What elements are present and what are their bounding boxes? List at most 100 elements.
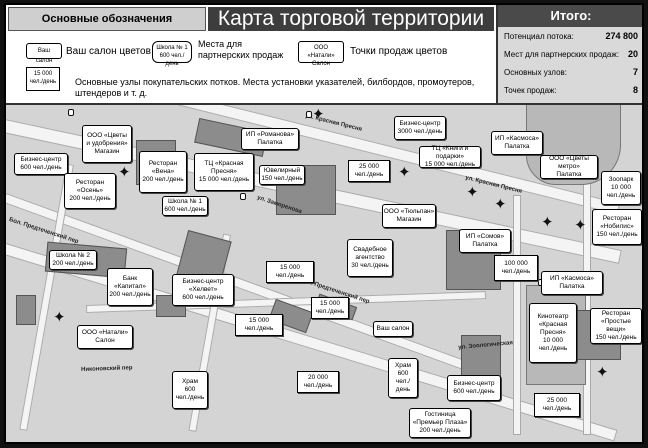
- bus-stop-icon: [68, 109, 74, 116]
- callout-line: чел./день: [275, 272, 305, 279]
- callout-line: ИП «Касмоса»: [550, 275, 594, 282]
- flower-point-star-icon: ✦: [118, 164, 131, 181]
- callout-line: Салон: [95, 337, 115, 344]
- legend-point-line: ООО «Натали»: [307, 45, 335, 59]
- callout-vash-salon[interactable]: Ваш салон: [373, 321, 413, 337]
- legend-point-box: ООО «Натали»Салон: [298, 41, 344, 67]
- callout-line: Палатка: [472, 241, 498, 248]
- callout-line: 10 000: [543, 337, 563, 344]
- callout-line: ИП «Сомов»: [465, 233, 505, 240]
- callout-line: 30 чел./день: [351, 262, 389, 269]
- flower-point-star-icon: ✦: [596, 364, 609, 381]
- trade-territory-map-window: Основные обозначения Карта торговой терр…: [4, 3, 644, 444]
- callout-line: чел./день: [538, 345, 568, 352]
- legend-partner-line: Школа № 1: [156, 45, 188, 51]
- legend-title: Основные обозначения: [8, 7, 206, 31]
- callout-line: Пресня»: [211, 168, 237, 175]
- callout-line: ТЦ «Книги и подарки»: [431, 145, 469, 160]
- map-area[interactable]: ул. Красная Пресня ул. Красная Пресня ул…: [6, 103, 642, 442]
- legend-salon-box: Ваш салон: [26, 43, 62, 64]
- callout-line: 200 чел./день: [142, 176, 184, 183]
- callout-line: Ресторан: [601, 310, 631, 317]
- callout-line: 600 чел./день: [20, 164, 62, 171]
- callout-line: 20 000: [308, 374, 328, 381]
- callout-restoran-nobilis[interactable]: Ресторан«Нобилис»150 чел./день: [592, 209, 642, 245]
- page-title: Карта торговой территории: [208, 7, 494, 31]
- callout-ip-romanova[interactable]: ИП «Романова»Палатка: [241, 128, 299, 150]
- callout-biznes-centr-helvet[interactable]: Бизнес-центр«Хелвет»600 чел./день: [172, 274, 234, 306]
- callout-line: Храм: [394, 362, 412, 369]
- callout-line: Бизнес-центр: [453, 380, 495, 387]
- callout-line: чел./день: [354, 171, 384, 178]
- callout-line: Храм: [181, 378, 199, 385]
- callout-line: Пресня»: [540, 329, 566, 336]
- totals-label: Точек продаж:: [504, 85, 557, 95]
- callout-line: чел./день: [244, 325, 274, 332]
- callout-gostinica[interactable]: Гостиница«Премьер Плаза»200 чел./день: [409, 408, 471, 438]
- callout-line: чел./день: [395, 378, 411, 393]
- callout-line: 150 чел./день: [261, 175, 303, 182]
- callout-restoran-prostye-veshi[interactable]: Ресторан«Простые вещи»150 чел./день: [590, 308, 642, 344]
- callout-restoran-vena[interactable]: Ресторан«Вена»200 чел./день: [139, 151, 187, 193]
- callout-tc-knigi[interactable]: ТЦ «Книги и подарки»15 000 чел./день: [419, 145, 481, 168]
- callout-line: «Капитал»: [113, 283, 147, 290]
- callout-ip-somov[interactable]: ИП «Сомов»Палатка: [459, 229, 511, 253]
- building: [16, 295, 36, 325]
- totals-label: Мест для партнерских продаж:: [504, 49, 619, 59]
- flower-point-star-icon: ✦: [494, 196, 507, 213]
- callout-ip-kasmosa-b[interactable]: ИП «Касмоса»Палатка: [541, 271, 603, 295]
- bus-stop-icon: [240, 193, 246, 200]
- callout-line: 15 000: [320, 300, 340, 307]
- callout-line: ООО «Тюльпан»: [383, 208, 435, 215]
- callout-line: Ресторан: [75, 179, 105, 186]
- flower-point-star-icon: ✦: [574, 217, 587, 234]
- callout-restoran-osen[interactable]: Ресторан«Осень»200 чел./день: [64, 173, 116, 209]
- callout-natali[interactable]: ООО «Натали»Салон: [77, 325, 133, 349]
- callout-tyulpan[interactable]: ООО «Тюльпан»Магазин: [382, 204, 436, 228]
- callout-line: чел./день: [175, 394, 205, 401]
- callout-line: Магазин: [396, 216, 422, 223]
- legend-salon-text: Ваш салон цветов: [66, 46, 151, 57]
- callout-line: 25 000: [547, 397, 567, 404]
- legend-point-text: Точки продаж цветов: [350, 46, 448, 57]
- callout-line: ИП «Касмоса»: [495, 135, 539, 142]
- totals-value: 8: [632, 85, 638, 95]
- totals-row: Основных узлов:7: [498, 63, 642, 81]
- callout-line: 600: [397, 370, 409, 377]
- legend-partner-text: Места для партнерских продаж: [198, 39, 284, 60]
- callout-cvety-metro[interactable]: ООО «Цветы метро»Палатка: [540, 155, 598, 179]
- callout-line: «Хелвет»: [188, 286, 218, 293]
- callout-ip-kasmosa-a[interactable]: ИП «Касмоса»Палатка: [491, 131, 543, 155]
- callout-line: «Простые вещи»: [600, 318, 632, 333]
- callout-line: 100 000: [504, 260, 528, 267]
- callout-bank-kapital[interactable]: Банк«Капитал»200 чел./день: [107, 268, 153, 306]
- flower-point-star-icon: ✦: [398, 164, 411, 181]
- legend-node-text: Основные узлы покупательских потков. Мес…: [75, 77, 475, 98]
- totals-value: 7: [632, 67, 638, 77]
- callout-line: Палатка: [257, 139, 283, 146]
- street: [513, 195, 521, 435]
